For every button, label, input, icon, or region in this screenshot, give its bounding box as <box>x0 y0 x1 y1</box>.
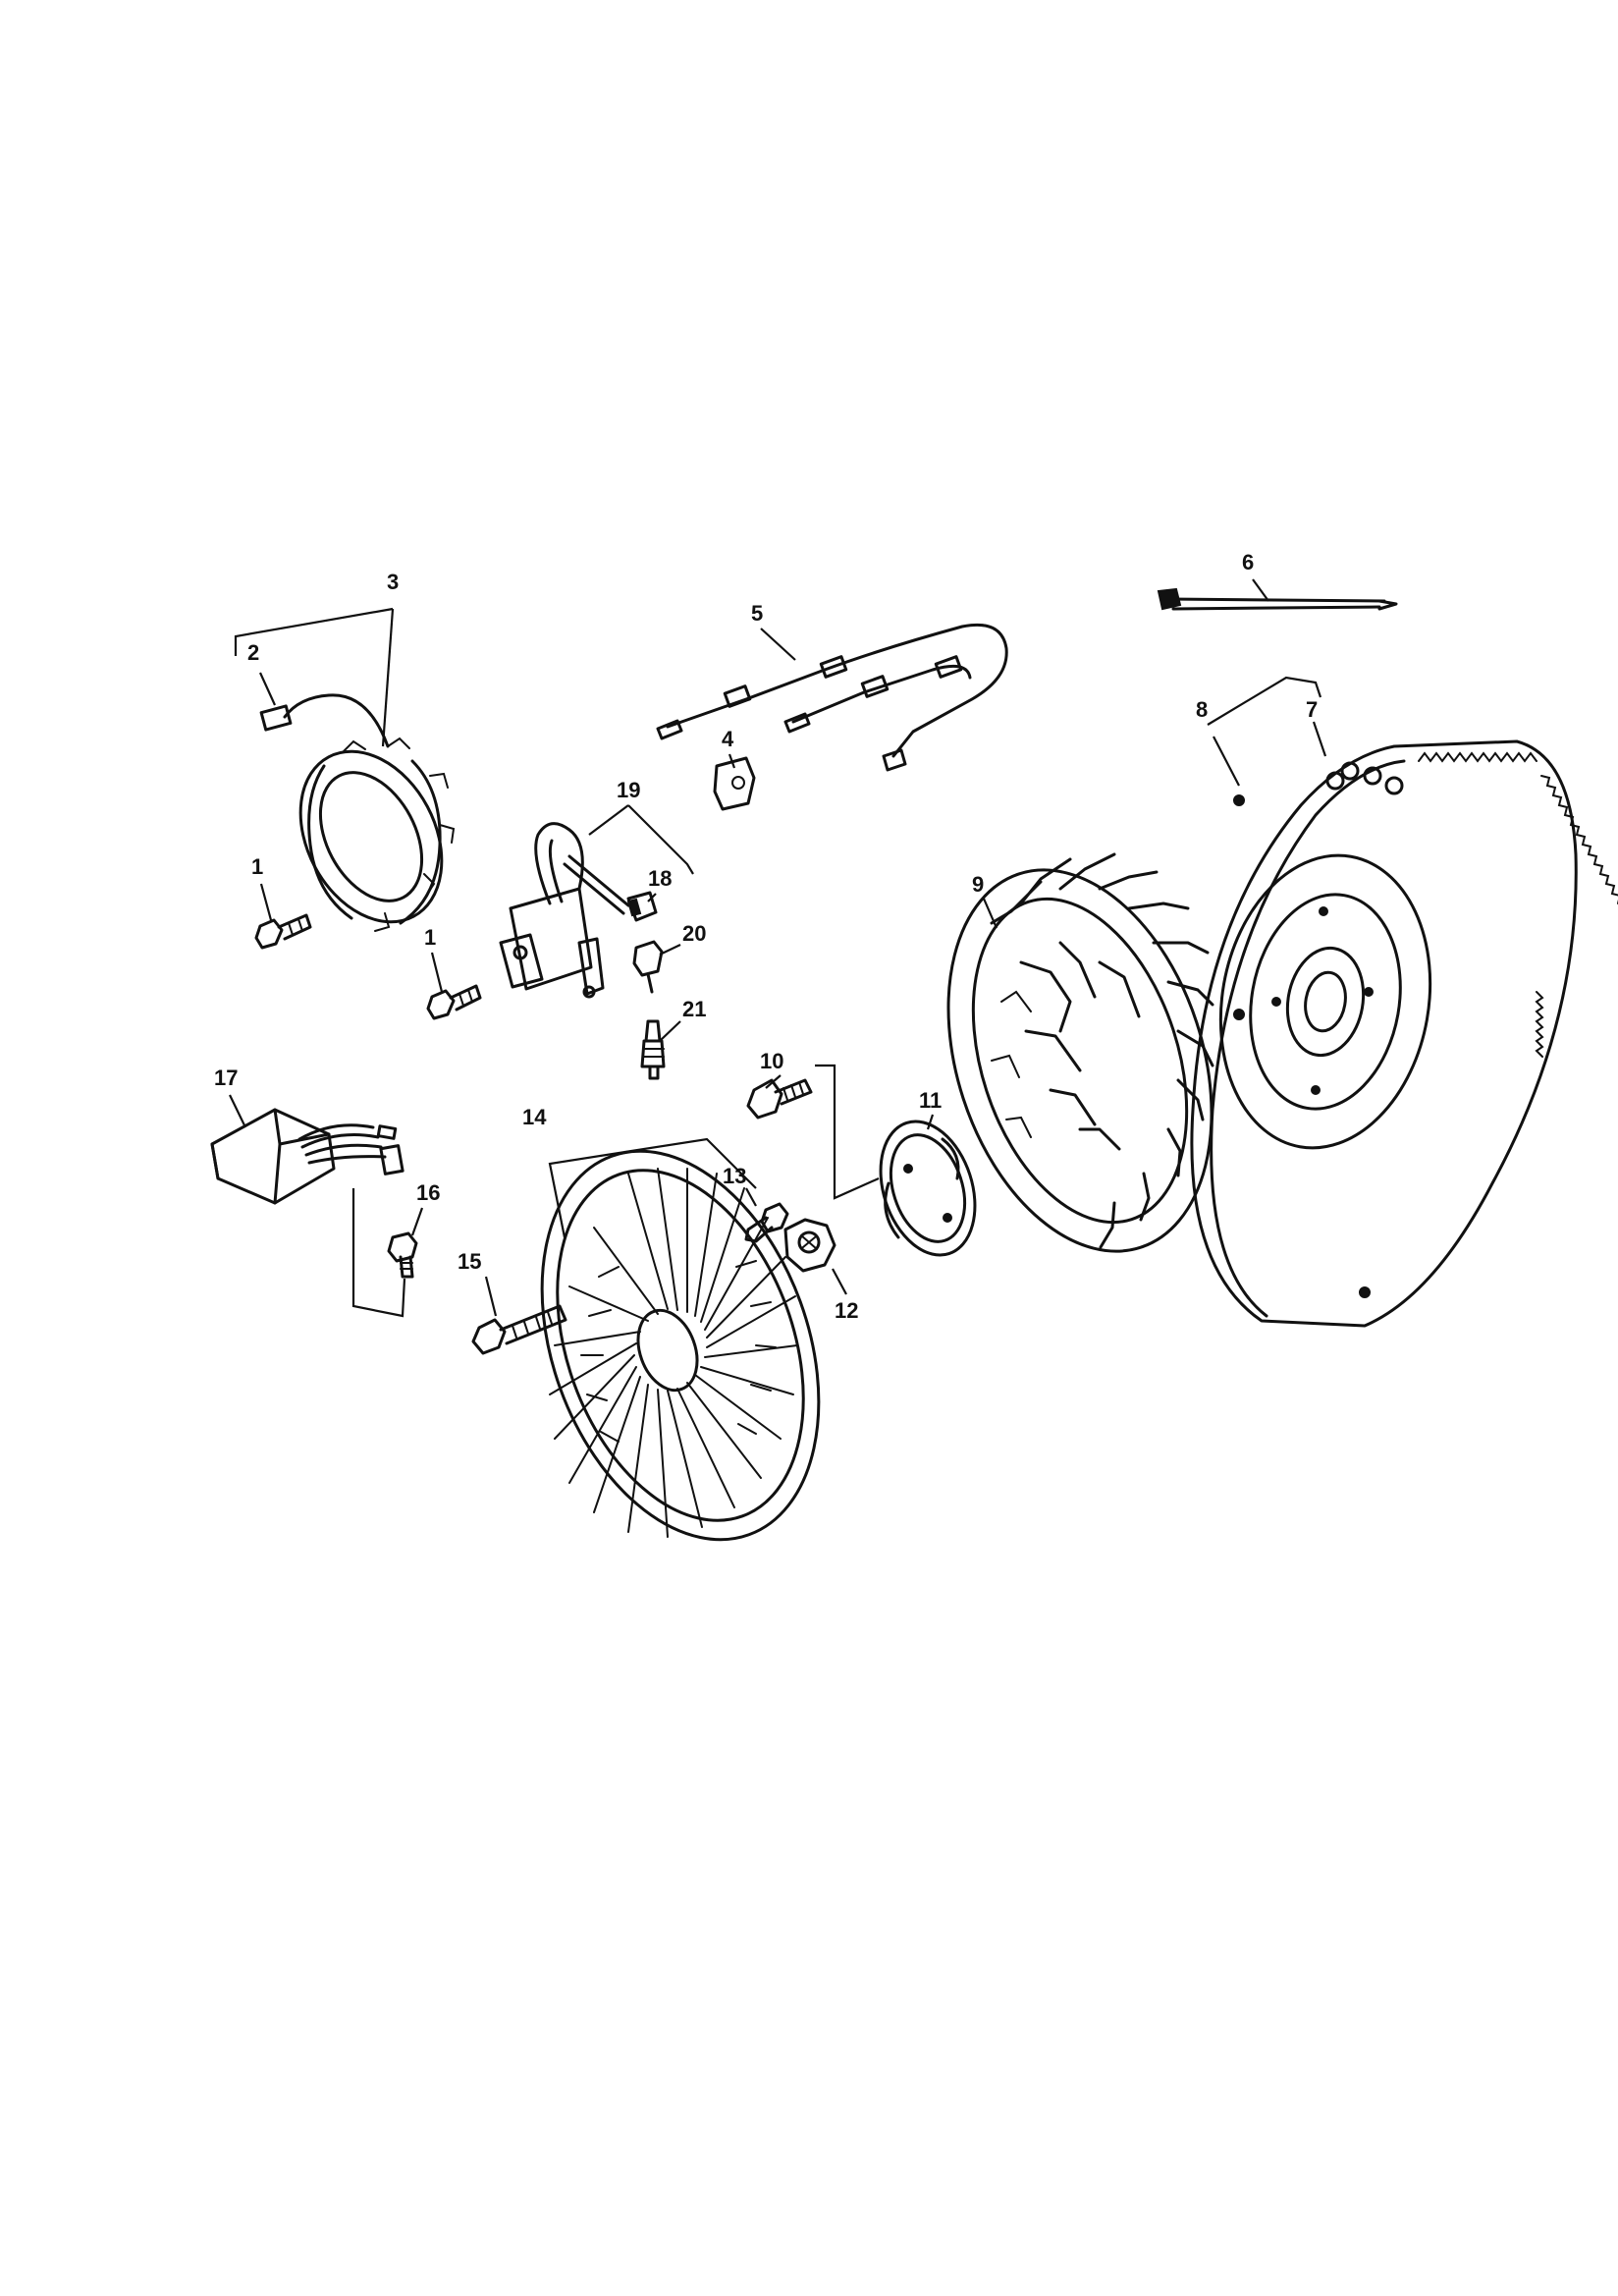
callout-label-10: 10 <box>760 1049 783 1073</box>
callout-label-1b: 1 <box>424 925 436 950</box>
callout-label-16: 16 <box>416 1180 440 1205</box>
callout-label-7: 7 <box>1306 697 1318 722</box>
callout-label-17: 17 <box>214 1066 238 1090</box>
callout-label-8: 8 <box>1196 697 1208 722</box>
cable-tie-part <box>1157 587 1398 611</box>
callout-label-5: 5 <box>751 601 763 626</box>
fan-part <box>946 852 1214 1253</box>
wire-harness-part <box>656 623 1008 772</box>
callout-label-2: 2 <box>247 640 259 665</box>
callout-label-14: 14 <box>522 1105 547 1129</box>
callout-label-12: 12 <box>835 1298 858 1323</box>
nut-part <box>783 1218 836 1273</box>
bolt-1a-part <box>254 913 312 950</box>
callout-label-15: 15 <box>458 1249 481 1274</box>
flywheel-part <box>1190 739 1618 1328</box>
callout-label-19: 19 <box>617 778 640 802</box>
leader-lines <box>229 578 1327 1318</box>
callout-label-13: 13 <box>723 1164 746 1188</box>
callout-label-9: 9 <box>972 872 984 897</box>
terminal-part <box>632 940 664 994</box>
callout-labels: 3 2 1 1 5 4 6 8 7 9 19 18 20 21 10 11 17… <box>214 550 1318 1323</box>
callout-label-6: 6 <box>1242 550 1254 574</box>
callout-label-4: 4 <box>722 727 734 751</box>
grass-screen-bracket-part <box>879 1120 977 1257</box>
callout-label-18: 18 <box>648 866 672 891</box>
bolt-10-part <box>746 1078 813 1120</box>
ignition-coil-part <box>499 822 630 999</box>
callout-label-21: 21 <box>682 997 706 1021</box>
callout-label-20: 20 <box>682 921 706 946</box>
spark-plug-part <box>640 1019 666 1080</box>
bolt-15-part <box>471 1304 567 1355</box>
grass-screen-part <box>540 1149 821 1542</box>
stator-part <box>259 693 456 932</box>
clip-part <box>713 756 756 811</box>
rectifier-part <box>210 1108 404 1205</box>
bolt-13-part <box>744 1202 789 1243</box>
callout-label-3: 3 <box>387 570 399 594</box>
bolt-16-part <box>387 1231 418 1279</box>
spark-plug-boot-part <box>626 891 658 922</box>
bolt-1b-part <box>426 984 482 1020</box>
callout-label-1a: 1 <box>251 854 263 879</box>
callout-label-11: 11 <box>919 1088 942 1113</box>
